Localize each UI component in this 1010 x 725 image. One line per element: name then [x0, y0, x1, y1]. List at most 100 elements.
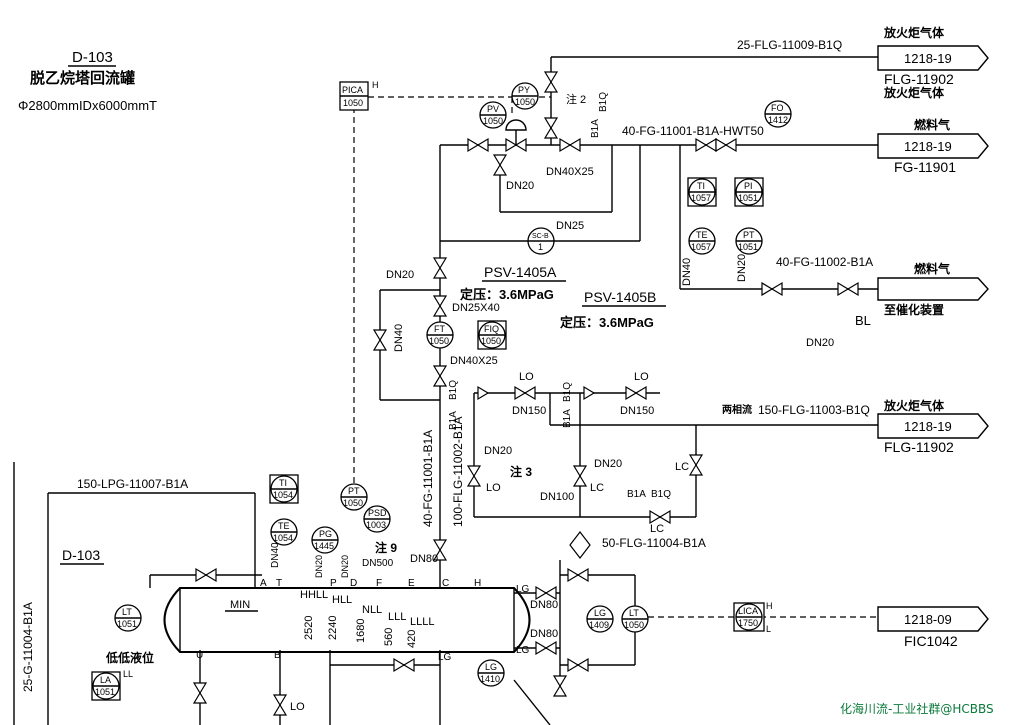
svg-text:LG: LG [438, 652, 452, 663]
svg-text:DN40: DN40 [270, 542, 281, 568]
gate-valve [715, 137, 737, 153]
offpage-4[interactable]: 放火炬气体 1218-19 FLG-11902 [877, 398, 989, 455]
svg-text:1050: 1050 [343, 98, 363, 108]
svg-text:D: D [350, 578, 357, 589]
svg-text:DN25: DN25 [556, 220, 584, 232]
svg-text:DN80: DN80 [530, 599, 558, 611]
gate-valve [466, 465, 482, 487]
offpage-3[interactable]: 燃料气 至催化装置 [877, 261, 989, 317]
svg-text:DN20: DN20 [484, 445, 512, 457]
title-name: 脱乙烷塔回流罐 [30, 69, 135, 87]
gate-valve [543, 117, 559, 139]
svg-text:1680: 1680 [355, 619, 367, 643]
svg-text:PSV-1405A: PSV-1405A [484, 264, 557, 280]
svg-text:1051: 1051 [95, 687, 115, 697]
svg-text:FT: FT [434, 324, 445, 334]
svg-text:DN20: DN20 [340, 555, 350, 578]
svg-text:1050: 1050 [624, 620, 644, 630]
svg-text:1445: 1445 [314, 541, 334, 551]
svg-text:1003: 1003 [366, 520, 386, 530]
svg-text:LLLL: LLLL [410, 616, 434, 628]
vessel-d103[interactable]: D-103 MIN [60, 547, 531, 653]
gate-valve [837, 281, 859, 297]
svg-text:DN40X25: DN40X25 [450, 355, 498, 367]
svg-text:TE: TE [696, 230, 708, 240]
svg-text:1050: 1050 [481, 336, 501, 346]
gate-valve [432, 295, 448, 317]
offpage-line: FG-11901 [894, 159, 956, 175]
svg-text:B1A: B1A [590, 119, 601, 138]
offpage-line: FIC1042 [904, 633, 958, 649]
offpage-desc: 燃料气 [914, 117, 950, 132]
svg-text:注 3: 注 3 [510, 464, 532, 479]
pv-1050: PV 1050 [479, 101, 507, 129]
svg-text:PV: PV [487, 104, 499, 114]
svg-text:SC-B: SC-B [532, 233, 549, 240]
gate-valve [432, 539, 448, 561]
svg-text:P: P [330, 578, 337, 589]
gate-valve [567, 657, 589, 673]
gate-valve [625, 385, 647, 401]
svg-text:DN40X25: DN40X25 [546, 166, 594, 178]
offpage-1[interactable]: 放火炬气体 1218-19 FLG-11902 放火炬气体 [877, 25, 989, 100]
offpage-5[interactable]: 1218-09 FIC1042 [877, 606, 989, 649]
line-label: 40-FG-11001-B1A [421, 430, 435, 527]
gate-valve [572, 465, 588, 487]
gate-valve [195, 567, 217, 583]
svg-text:B1Q: B1Q [562, 382, 573, 402]
offpage-sub: 放火炬气体 [883, 85, 945, 100]
svg-text:LC: LC [675, 461, 689, 473]
gate-valve [649, 509, 671, 525]
title-dims: Φ2800mmIDx6000mmT [18, 98, 157, 113]
gate-valve [761, 281, 783, 297]
svg-text:E: E [408, 578, 415, 589]
pt-1051: PT 1051 [735, 227, 763, 255]
line-label: 100-FLG-11002-B1A [451, 416, 465, 527]
offpage-num: 1218-19 [904, 139, 952, 154]
gate-valve [535, 640, 557, 656]
svg-text:LG: LG [516, 584, 530, 595]
svg-text:PI: PI [744, 181, 753, 191]
offpage-2[interactable]: 燃料气 1218-19 FG-11901 [877, 117, 989, 175]
svg-text:DN100: DN100 [540, 491, 574, 503]
svg-text:B1A: B1A [562, 409, 573, 428]
gate-valve [192, 682, 208, 704]
svg-text:DN150: DN150 [512, 405, 546, 417]
svg-text:1051: 1051 [738, 242, 758, 252]
svg-text:B1A: B1A [627, 489, 646, 500]
svg-text:1057: 1057 [691, 193, 711, 203]
svg-text:TE: TE [278, 521, 290, 531]
svg-text:PSD: PSD [368, 508, 387, 518]
offpage-desc: 放火炬气体 [883, 398, 945, 413]
svg-text:1409: 1409 [589, 620, 609, 630]
offpage-num: 1218-19 [904, 51, 952, 66]
svg-text:DN80: DN80 [530, 628, 558, 640]
svg-text:LO: LO [634, 371, 649, 383]
svg-text:H: H [474, 578, 481, 589]
svg-text:LC: LC [650, 523, 664, 535]
svg-text:1410: 1410 [480, 674, 500, 684]
svg-text:1050: 1050 [483, 116, 503, 126]
line-label: 40-FG-11001-B1A-HWT50 [622, 124, 764, 138]
min-label: MIN [230, 599, 250, 611]
valves[interactable] [192, 71, 859, 716]
sample-point [569, 531, 591, 559]
offpage-desc: 放火炬气体 [883, 25, 945, 40]
svg-text:1: 1 [538, 242, 543, 252]
svg-text:U: U [196, 650, 203, 661]
level-markers: HHLL HLL NLL LLL LLLL 2520 2240 1680 560… [300, 589, 434, 648]
signal-lines [353, 96, 876, 618]
svg-text:DN20: DN20 [736, 254, 748, 282]
line-label: 25-FLG-11009-B1Q [737, 38, 842, 52]
svg-text:DN40: DN40 [393, 324, 405, 352]
svg-text:PT: PT [743, 230, 755, 240]
